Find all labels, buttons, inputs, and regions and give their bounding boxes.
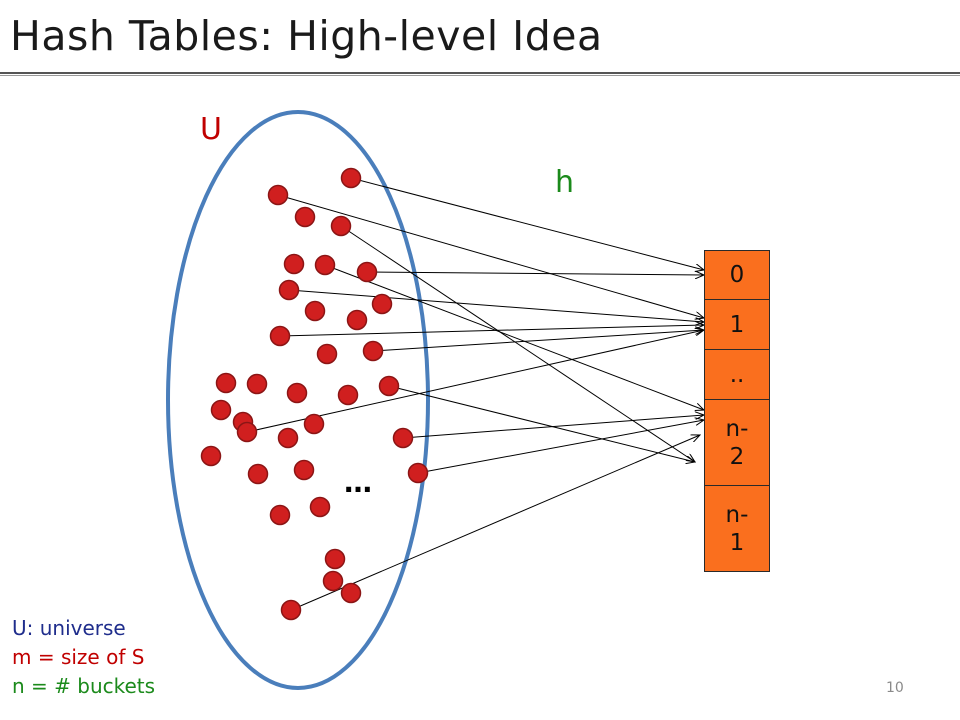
universe-element	[371, 293, 393, 315]
universe-element	[247, 463, 269, 485]
hash-arrow	[279, 325, 704, 337]
universe-element	[278, 279, 300, 301]
universe-element	[210, 399, 232, 421]
universe-element	[236, 421, 258, 443]
universe-element	[378, 375, 400, 397]
universe-element	[286, 382, 308, 404]
hash-arrow	[277, 194, 704, 318]
bucket-table: 0 1 .. n- 2 n- 1	[704, 250, 770, 572]
legend-universe: U: universe	[12, 616, 126, 640]
bucket-1: 1	[704, 300, 770, 350]
universe-elements	[200, 167, 429, 621]
hash-arrow	[340, 225, 695, 462]
page-number: 10	[886, 680, 904, 696]
universe-element	[356, 261, 378, 283]
universe-element	[362, 340, 384, 362]
legend-buckets: n = # buckets	[12, 674, 156, 698]
universe-element	[303, 413, 325, 435]
legend-size: m = size of S	[12, 645, 145, 669]
universe-element	[246, 373, 268, 395]
universe-element	[283, 253, 305, 275]
hash-arrow	[372, 330, 704, 352]
bucket-ellipsis: ..	[704, 350, 770, 400]
universe-element	[267, 184, 289, 206]
hash-function-label: h	[555, 165, 575, 200]
universe-element	[280, 599, 302, 621]
universe-element	[337, 384, 359, 406]
universe-element	[316, 343, 338, 365]
title-divider	[0, 72, 960, 74]
ellipsis: …	[344, 466, 373, 499]
bucket-n-minus-2: n- 2	[704, 400, 770, 486]
hash-arrow	[350, 177, 704, 270]
universe-element	[407, 462, 429, 484]
page-title: Hash Tables: High-level Idea	[10, 12, 603, 60]
hash-arrows	[246, 177, 704, 611]
universe-element	[330, 215, 352, 237]
universe-element	[346, 309, 368, 331]
universe-element	[293, 459, 315, 481]
hash-arrow	[366, 272, 704, 275]
universe-element	[200, 445, 222, 467]
universe-element	[340, 167, 362, 189]
hash-arrow	[290, 435, 700, 611]
universe-element	[269, 325, 291, 347]
title-divider-thin	[0, 75, 960, 76]
universe-element	[309, 496, 331, 518]
universe-element	[340, 582, 362, 604]
universe-element	[215, 372, 237, 394]
universe-element	[322, 570, 344, 592]
hash-arrow	[388, 385, 695, 462]
universe-element	[392, 427, 414, 449]
universe-element	[304, 300, 326, 322]
universe-element	[314, 254, 336, 276]
universe-label: U	[200, 112, 222, 147]
universe-element	[277, 427, 299, 449]
hash-arrow	[246, 330, 704, 433]
universe-ellipse	[166, 110, 430, 690]
bucket-0: 0	[704, 250, 770, 300]
hash-arrow	[402, 415, 704, 439]
universe-element	[324, 548, 346, 570]
hash-arrow	[324, 264, 704, 410]
bucket-n-minus-1: n- 1	[704, 486, 770, 572]
hash-arrow	[417, 420, 704, 474]
hash-arrow	[288, 289, 704, 322]
universe-element	[269, 504, 291, 526]
universe-element	[294, 206, 316, 228]
legend: U: universe m = size of S n = # buckets	[12, 614, 155, 701]
